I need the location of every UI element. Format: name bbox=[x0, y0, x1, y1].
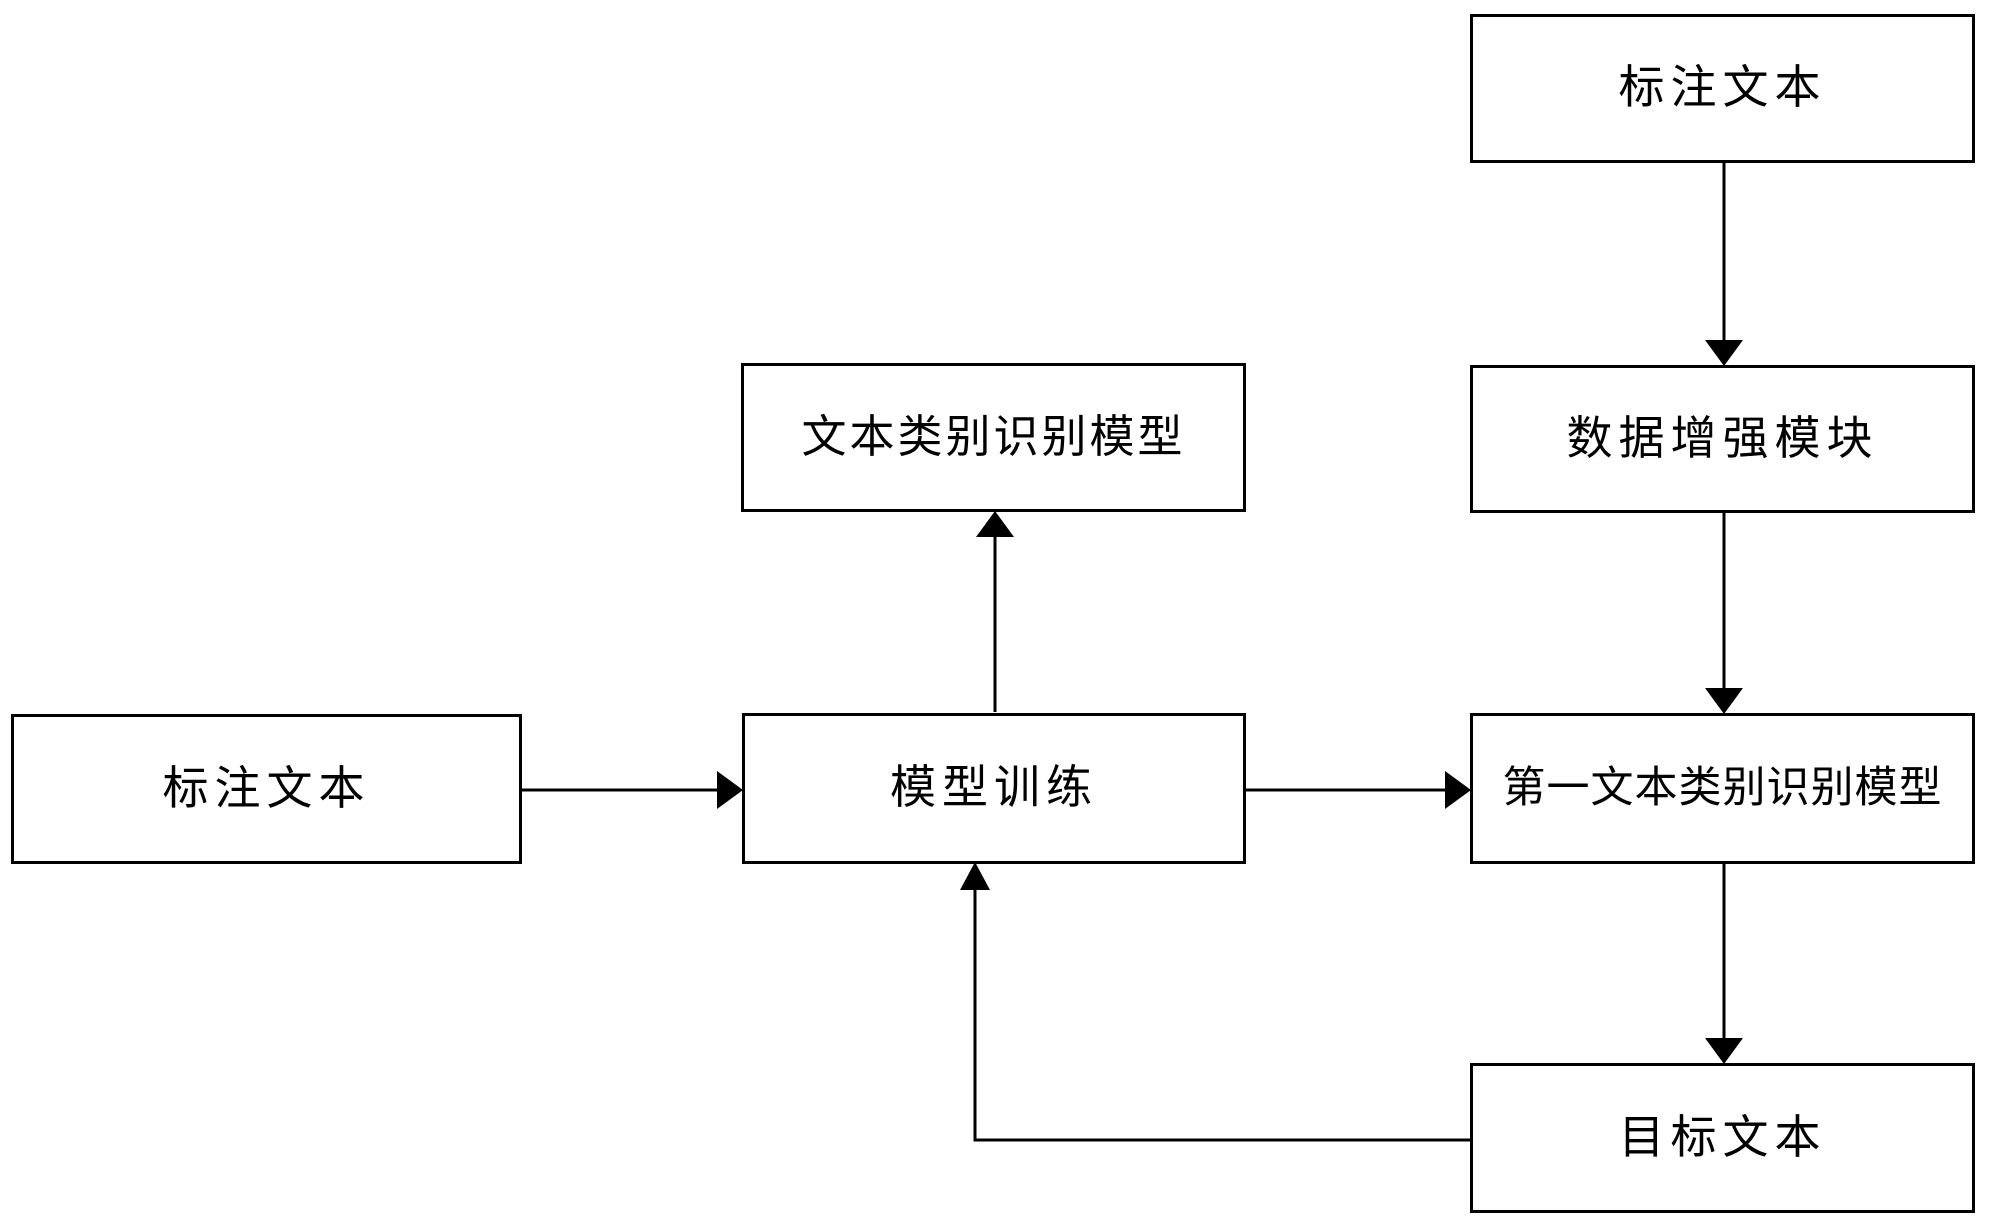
node-label-target-text: 目标文本 bbox=[1618, 1111, 1827, 1163]
edge-first-model-to-target-text bbox=[1705, 864, 1743, 1064]
node-text-category-recognition-model[interactable]: 文本类别识别模型 bbox=[741, 363, 1246, 512]
node-annotated-text-left[interactable]: 标注文本 bbox=[11, 714, 522, 864]
node-label-annotated-text-top: 标注文本 bbox=[1618, 62, 1827, 114]
edge-annotated-top-to-augmentation bbox=[1705, 163, 1743, 366]
edge-augmentation-to-first-model bbox=[1705, 513, 1743, 714]
edge-training-to-first-model bbox=[1246, 771, 1471, 809]
edge-target-text-feedback-to-training bbox=[960, 862, 1470, 1142]
node-annotated-text-top[interactable]: 标注文本 bbox=[1470, 14, 1975, 163]
node-label-annotated-text-left: 标注文本 bbox=[162, 762, 371, 814]
node-label-first-text-category-recognition-model: 第一文本类别识别模型 bbox=[1502, 764, 1943, 812]
node-data-augmentation-module[interactable]: 数据增强模块 bbox=[1470, 365, 1975, 513]
edge-training-to-recognition-model bbox=[976, 511, 1014, 712]
node-target-text[interactable]: 目标文本 bbox=[1470, 1063, 1975, 1213]
edge-annotated-left-to-training bbox=[522, 771, 743, 809]
node-label-data-augmentation-module: 数据增强模块 bbox=[1566, 412, 1879, 464]
node-model-training[interactable]: 模型训练 bbox=[742, 713, 1246, 864]
node-first-text-category-recognition-model[interactable]: 第一文本类别识别模型 bbox=[1470, 713, 1975, 864]
node-label-model-training: 模型训练 bbox=[890, 762, 1098, 814]
node-label-text-category-recognition-model: 文本类别识别模型 bbox=[801, 411, 1186, 462]
